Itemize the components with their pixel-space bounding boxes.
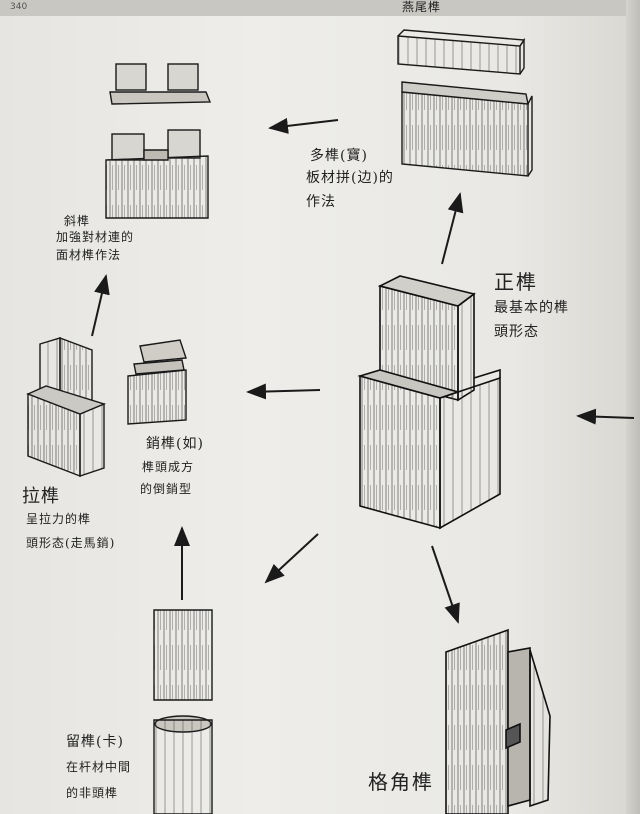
arrow-left-to-blocks — [246, 383, 321, 400]
flow-arrows — [91, 117, 635, 624]
page-header-strip: 340 — [0, 0, 640, 16]
zhengsun-desc-line2: 頭形态 — [494, 324, 539, 340]
xiesun-desc-line3: 面材榫作法 — [56, 248, 122, 262]
round-post-sketch — [153, 609, 213, 814]
center-tenon-sketch — [357, 275, 501, 530]
arrow-from-right-edge — [576, 408, 635, 425]
zhengsun-title: 正榫 — [494, 270, 538, 294]
arrow-down-left — [264, 533, 319, 584]
tuosun-title: 拉榫 — [22, 486, 60, 507]
corner-tenon-sketch — [445, 628, 551, 814]
top-caption: 燕尾榫 — [402, 0, 442, 14]
arrow-down-to-corner — [431, 545, 460, 624]
liusun-title: 留榫(卡) — [66, 734, 124, 750]
huasun-title: 銷榫(如) — [146, 436, 204, 452]
left-tenon-sketch — [26, 336, 107, 478]
huasun-desc-line2: 的倒銷型 — [140, 482, 193, 496]
gejiao-title: 格角榫 — [368, 770, 434, 794]
duosun-desc-line3: 作法 — [306, 194, 336, 210]
arrow-up-to-dovetail — [441, 192, 464, 265]
duosun-desc-line1: 多榫(寶) — [310, 148, 368, 164]
xiesun-desc-line1: 斜榫 — [64, 214, 91, 228]
tuosun-desc-line2: 頭形态(走馬銷) — [26, 536, 116, 550]
liusun-desc-line1: 在杆材中間 — [66, 760, 132, 774]
small-block-sketch — [127, 339, 187, 425]
arrow-up-to-top-left — [91, 274, 110, 337]
top-right-slab-sketch — [397, 29, 533, 177]
tuosun-desc-line1: 呈拉力的榫 — [26, 512, 92, 526]
liusun-desc-line2: 的非頭榫 — [66, 786, 119, 800]
huasun-desc-line1: 榫頭成方 — [142, 460, 195, 474]
page-number: 340 — [10, 2, 28, 12]
arrow-to-top-left — [268, 117, 339, 134]
xiesun-desc-line2: 加強對材連的 — [56, 230, 135, 244]
top-left-block-sketch — [105, 63, 212, 219]
zhengsun-desc-line1: 最基本的榫 — [494, 300, 569, 316]
duosun-desc-line2: 板材拼(边)的 — [306, 170, 394, 186]
book-spine-shadow — [626, 0, 640, 814]
